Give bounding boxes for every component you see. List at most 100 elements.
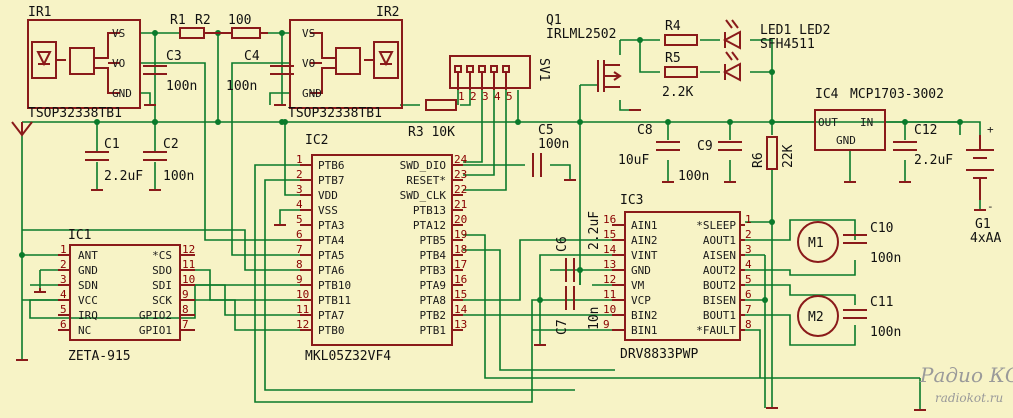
- pin-number: 12: [603, 273, 616, 286]
- pin-name: PTB6: [318, 159, 345, 172]
- pin-number: 4: [745, 258, 752, 271]
- pin-name: PTB1: [420, 324, 447, 337]
- ir2-pin-vo: VO: [302, 57, 315, 70]
- pin-name: PTB2: [420, 309, 447, 322]
- c8-value: 10uF: [618, 153, 649, 168]
- pin-name: SDI: [152, 279, 172, 292]
- ir1-ref: IR1: [28, 5, 51, 20]
- pin-number: 2: [745, 228, 752, 241]
- c4-label: C4: [244, 49, 260, 64]
- c11-value: 100n: [870, 325, 901, 340]
- r1-r2-value: 100: [228, 13, 251, 28]
- pin-number: 11: [296, 303, 309, 316]
- c1-label: C1: [104, 137, 120, 152]
- pin-number: 7: [182, 318, 189, 331]
- c7-value: 10n: [587, 307, 602, 330]
- pin-name: PTB7: [318, 174, 345, 187]
- c6-value: 2.2uF: [587, 211, 602, 250]
- ir1-pin-vs: VS: [112, 27, 125, 40]
- pin-number: 15: [603, 228, 616, 241]
- pin-number: 4: [60, 288, 67, 301]
- pin-number: 15: [454, 288, 467, 301]
- r6-value: 22K: [781, 144, 796, 168]
- pin-number: 10: [603, 303, 616, 316]
- svg-text:+: +: [987, 123, 994, 136]
- pin-number: 8: [182, 303, 189, 316]
- ic4-pin-out: OUT: [818, 116, 838, 129]
- pin-name: SDO: [152, 264, 172, 277]
- pin-number: 10: [182, 273, 195, 286]
- pin-name: BIN2: [631, 309, 658, 322]
- ground-symbols: [16, 104, 986, 411]
- c8-c9-caps: C8 10uF C9 100n: [618, 123, 742, 184]
- c12-label: C12: [914, 123, 937, 138]
- pin-name: PTA4: [318, 234, 345, 247]
- ir1-pin-gnd: GND: [112, 87, 132, 100]
- pin-name: AOUT2: [703, 264, 736, 277]
- pin-number: 5: [60, 303, 67, 316]
- pin-name: VSS: [318, 204, 338, 217]
- pin-number: 6: [296, 228, 303, 241]
- pin-number: 16: [603, 213, 616, 226]
- pin-number: 11: [182, 258, 195, 271]
- pin-name: PTA9: [420, 279, 447, 292]
- ic4-ref: IC4: [815, 87, 839, 102]
- pin-number: 1: [296, 153, 303, 166]
- pin-name: *CS: [152, 249, 172, 262]
- r1-label: R1: [170, 13, 186, 28]
- pin-number: 20: [454, 213, 467, 226]
- pin-number: 21: [454, 198, 467, 211]
- r3-resistor: R3 10K: [408, 99, 457, 140]
- ir1-receiver: VS VO GND IR1 TSOP32338TB1: [27, 5, 141, 121]
- q1-value: IRLML2502: [546, 27, 616, 42]
- sv1-pin-3: 3: [482, 90, 489, 103]
- watermark: Радио КОТ radiokot.ru: [919, 363, 1013, 405]
- m2-label: M2: [808, 310, 824, 325]
- pin-name: RESET*: [406, 174, 446, 187]
- c9-label: C9: [697, 139, 713, 154]
- pin-number: 12: [296, 318, 309, 331]
- ic1-value: ZETA-915: [68, 349, 131, 364]
- pin-number: 13: [603, 258, 616, 271]
- r6-resistor: R6 22K: [751, 136, 796, 170]
- pin-name: AIN1: [631, 219, 658, 232]
- pin-number: 12: [182, 243, 195, 256]
- pin-name: PTB10: [318, 279, 351, 292]
- ir2-value: TSOP32338TB1: [288, 106, 382, 121]
- g1-value: 4xAA: [970, 231, 1001, 246]
- c7-label: C7: [555, 319, 570, 335]
- q1-mosfet: Q1 IRLML2502: [546, 13, 622, 92]
- ir2-receiver: VS VO GND IR2 TSOP32338TB1: [288, 5, 403, 121]
- watermark-title: Радио КОТ: [919, 363, 1013, 387]
- c9-value: 100n: [678, 169, 709, 184]
- pin-number: 3: [296, 183, 303, 196]
- r5-label: R5: [665, 51, 681, 66]
- r2-label: R2: [195, 13, 211, 28]
- c3-value: 100n: [166, 79, 197, 94]
- pin-number: 24: [454, 153, 468, 166]
- pin-name: GPIO1: [139, 324, 172, 337]
- m1-label: M1: [808, 236, 824, 251]
- pin-number: 6: [745, 288, 752, 301]
- pin-name: SWD_CLK: [400, 189, 447, 202]
- c2-label: C2: [163, 137, 179, 152]
- pin-number: 9: [603, 318, 610, 331]
- pin-name: BOUT1: [703, 309, 736, 322]
- pin-name: GND: [78, 264, 98, 277]
- sv1-label: SV1: [536, 58, 551, 81]
- pin-name: IRQ: [78, 309, 98, 322]
- ic4-pin-in: IN: [860, 116, 873, 129]
- pin-name: SDN: [78, 279, 98, 292]
- sv1-pin-1: 1: [458, 90, 465, 103]
- ir2-ref: IR2: [376, 5, 399, 20]
- ir1-value: TSOP32338TB1: [28, 106, 122, 121]
- ir1-pin-vo: VO: [112, 57, 125, 70]
- pin-name: BISEN: [703, 294, 736, 307]
- pin-name: GPIO2: [139, 309, 172, 322]
